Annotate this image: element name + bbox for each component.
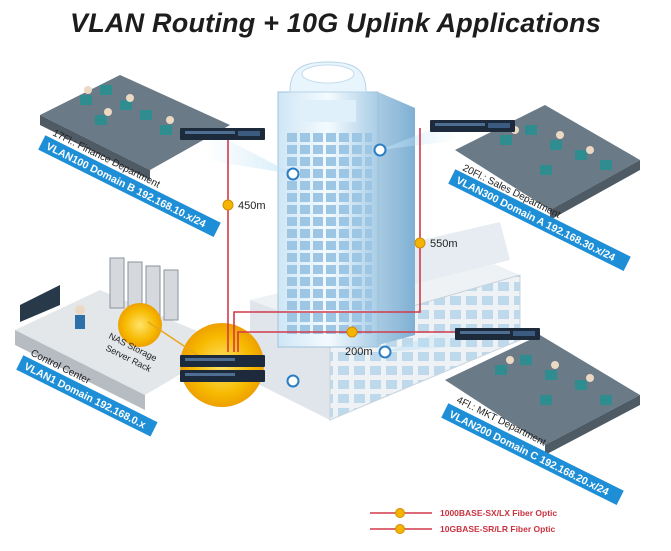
core-switch	[180, 355, 265, 382]
tower-marker-sales	[373, 143, 387, 157]
storage-glow	[118, 303, 162, 347]
control-center-room	[15, 257, 230, 410]
beam-mkt	[385, 318, 480, 352]
fiber-node-sales	[414, 237, 426, 249]
legend-item-1: 1000BASE-SX/LX Fiber Optic	[440, 508, 557, 518]
storage-link	[147, 321, 206, 361]
tower-marker-finance	[286, 167, 300, 181]
legend: 1000BASE-SX/LX Fiber Optic 10GBASE-SR/LR…	[370, 508, 557, 534]
distance-label-finance: 450m	[238, 200, 266, 212]
distance-label-mkt: 200m	[345, 346, 373, 358]
office-tower	[277, 61, 415, 348]
fiber-node-mkt	[346, 326, 358, 338]
switch-finance	[180, 128, 265, 140]
tower-marker-control	[286, 374, 300, 388]
tower-marker-mkt	[378, 345, 392, 359]
diagram-title: VLAN Routing + 10G Uplink Applications	[70, 8, 601, 38]
switch-mkt	[455, 328, 540, 340]
finance-office	[40, 75, 230, 180]
fiber-node-finance	[222, 199, 234, 211]
mkt-office	[445, 335, 640, 455]
legend-item-2: 10GBASE-SR/LR Fiber Optic	[440, 524, 556, 534]
fiber-links	[227, 128, 470, 352]
distance-label-sales: 550m	[430, 238, 458, 250]
switch-sales	[430, 120, 515, 132]
